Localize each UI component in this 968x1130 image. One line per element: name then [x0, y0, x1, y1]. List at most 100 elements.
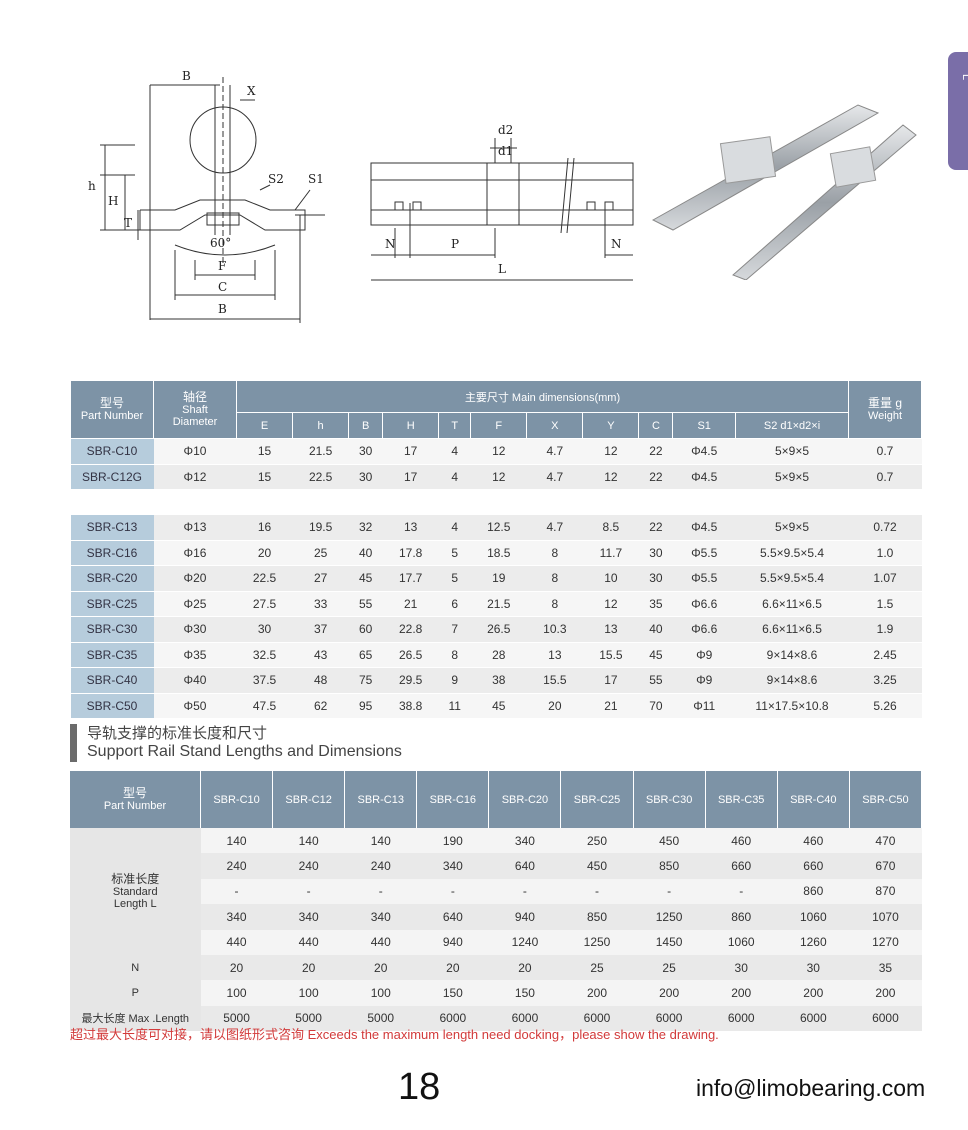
table-cell: 47.5: [236, 693, 293, 719]
table-cell: -: [560, 878, 634, 905]
table-cell: Φ50: [153, 693, 237, 719]
dim-col-header: H: [382, 412, 440, 439]
table-cell: Φ5.5: [672, 565, 736, 592]
label-h: h: [88, 179, 96, 193]
table-cell: 1.0: [848, 540, 922, 566]
label-angle: 60°: [210, 236, 231, 250]
part-number-cell: SBR-C35: [70, 642, 154, 668]
table-cell: 1.9: [848, 616, 922, 643]
print-gap: [70, 492, 922, 508]
table-cell: 37: [292, 616, 349, 643]
table-cell: 21.5: [470, 591, 527, 617]
table-cell: 18.5: [470, 540, 527, 566]
table-cell: Φ4.5: [672, 514, 736, 541]
table-cell: 19: [470, 565, 527, 592]
table-cell: 17.7: [382, 565, 439, 592]
table-cell: 200: [849, 980, 922, 1006]
table-cell: 15: [236, 464, 293, 490]
table-cell: 1260: [777, 929, 850, 955]
table-cell: 30: [348, 438, 383, 465]
table-cell: 5.5×9.5×5.4: [735, 540, 849, 566]
table-cell: 340: [200, 904, 273, 930]
table-cell: 17: [582, 667, 639, 694]
table-cell: 9: [438, 667, 471, 694]
table-cell: -: [200, 878, 273, 905]
table-cell: Φ6.6: [672, 591, 736, 617]
table-cell: 4.7: [526, 438, 583, 465]
table-cell: 45: [638, 642, 673, 668]
table-cell: 6000: [705, 1005, 778, 1032]
table-cell: 15: [236, 438, 293, 465]
table-cell: 6000: [633, 1005, 706, 1032]
table-cell: 440: [272, 929, 345, 955]
table-cell: 45: [470, 693, 527, 719]
table-cell: 45: [348, 565, 383, 592]
table-cell: 30: [638, 540, 673, 566]
label-N-left: N: [385, 237, 396, 251]
table-cell: Φ30: [153, 616, 237, 643]
table-cell: 1060: [777, 904, 850, 930]
table-cell: 17.8: [382, 540, 439, 566]
model-header: SBR-C10: [200, 771, 274, 828]
table-cell: 13: [582, 616, 639, 643]
table-cell: 440: [344, 929, 417, 955]
table-cell: Φ20: [153, 565, 237, 592]
table-cell: 11: [438, 693, 471, 719]
table-cell: 4: [438, 464, 471, 490]
table-cell: 5×9×5: [735, 438, 849, 465]
table-cell: 850: [560, 904, 634, 930]
contact-email: info@limobearing.com: [696, 1075, 926, 1101]
table-cell: Φ4.5: [672, 438, 736, 465]
dim-col-header: S1: [672, 412, 736, 439]
table-cell: 15.5: [526, 667, 583, 694]
table-cell: 0.7: [848, 464, 922, 490]
table-cell: 12: [470, 438, 527, 465]
table-cell: 440: [200, 929, 273, 955]
table-cell: 0.72: [848, 514, 922, 541]
table-cell: Φ40: [153, 667, 237, 694]
table-cell: 65: [348, 642, 383, 668]
table-cell: 16: [236, 514, 293, 541]
p-label: P: [70, 980, 201, 1006]
table-cell: 150: [416, 980, 489, 1006]
table-cell: Φ5.5: [672, 540, 736, 566]
table-cell: 340: [416, 853, 489, 879]
dim-col-header: T: [438, 412, 472, 439]
table-cell: 20: [236, 540, 293, 566]
table-cell: 60: [348, 616, 383, 643]
table-cell: 21: [382, 591, 439, 617]
label-B-top: B: [182, 69, 191, 83]
table-cell: 100: [272, 980, 345, 1006]
table-cell: 22: [638, 438, 673, 465]
table-cell: 6000: [777, 1005, 850, 1032]
dim-col-header: h: [292, 412, 350, 439]
table-cell: 35: [638, 591, 673, 617]
dim-col-header: B: [348, 412, 384, 439]
label-d2: d2: [498, 123, 513, 137]
table-cell: 4.7: [526, 464, 583, 490]
table-cell: 870: [849, 878, 922, 905]
table-cell: 860: [777, 878, 850, 905]
table-cell: -: [488, 878, 561, 905]
table-cell: 21: [582, 693, 639, 719]
table-cell: 8: [526, 540, 583, 566]
table-cell: 6000: [849, 1005, 922, 1032]
table-cell: 20: [344, 954, 417, 981]
dim-col-header: C: [638, 412, 674, 439]
model-header: SBR-C12: [272, 771, 346, 828]
table-cell: 640: [488, 853, 561, 879]
label-d1: d1: [498, 144, 513, 158]
table-cell: 37.5: [236, 667, 293, 694]
table-cell: 6: [438, 591, 471, 617]
table-cell: 200: [560, 980, 634, 1006]
table-cell: 660: [705, 853, 778, 879]
table-cell: 13: [382, 514, 439, 541]
table-cell: 22: [638, 464, 673, 490]
